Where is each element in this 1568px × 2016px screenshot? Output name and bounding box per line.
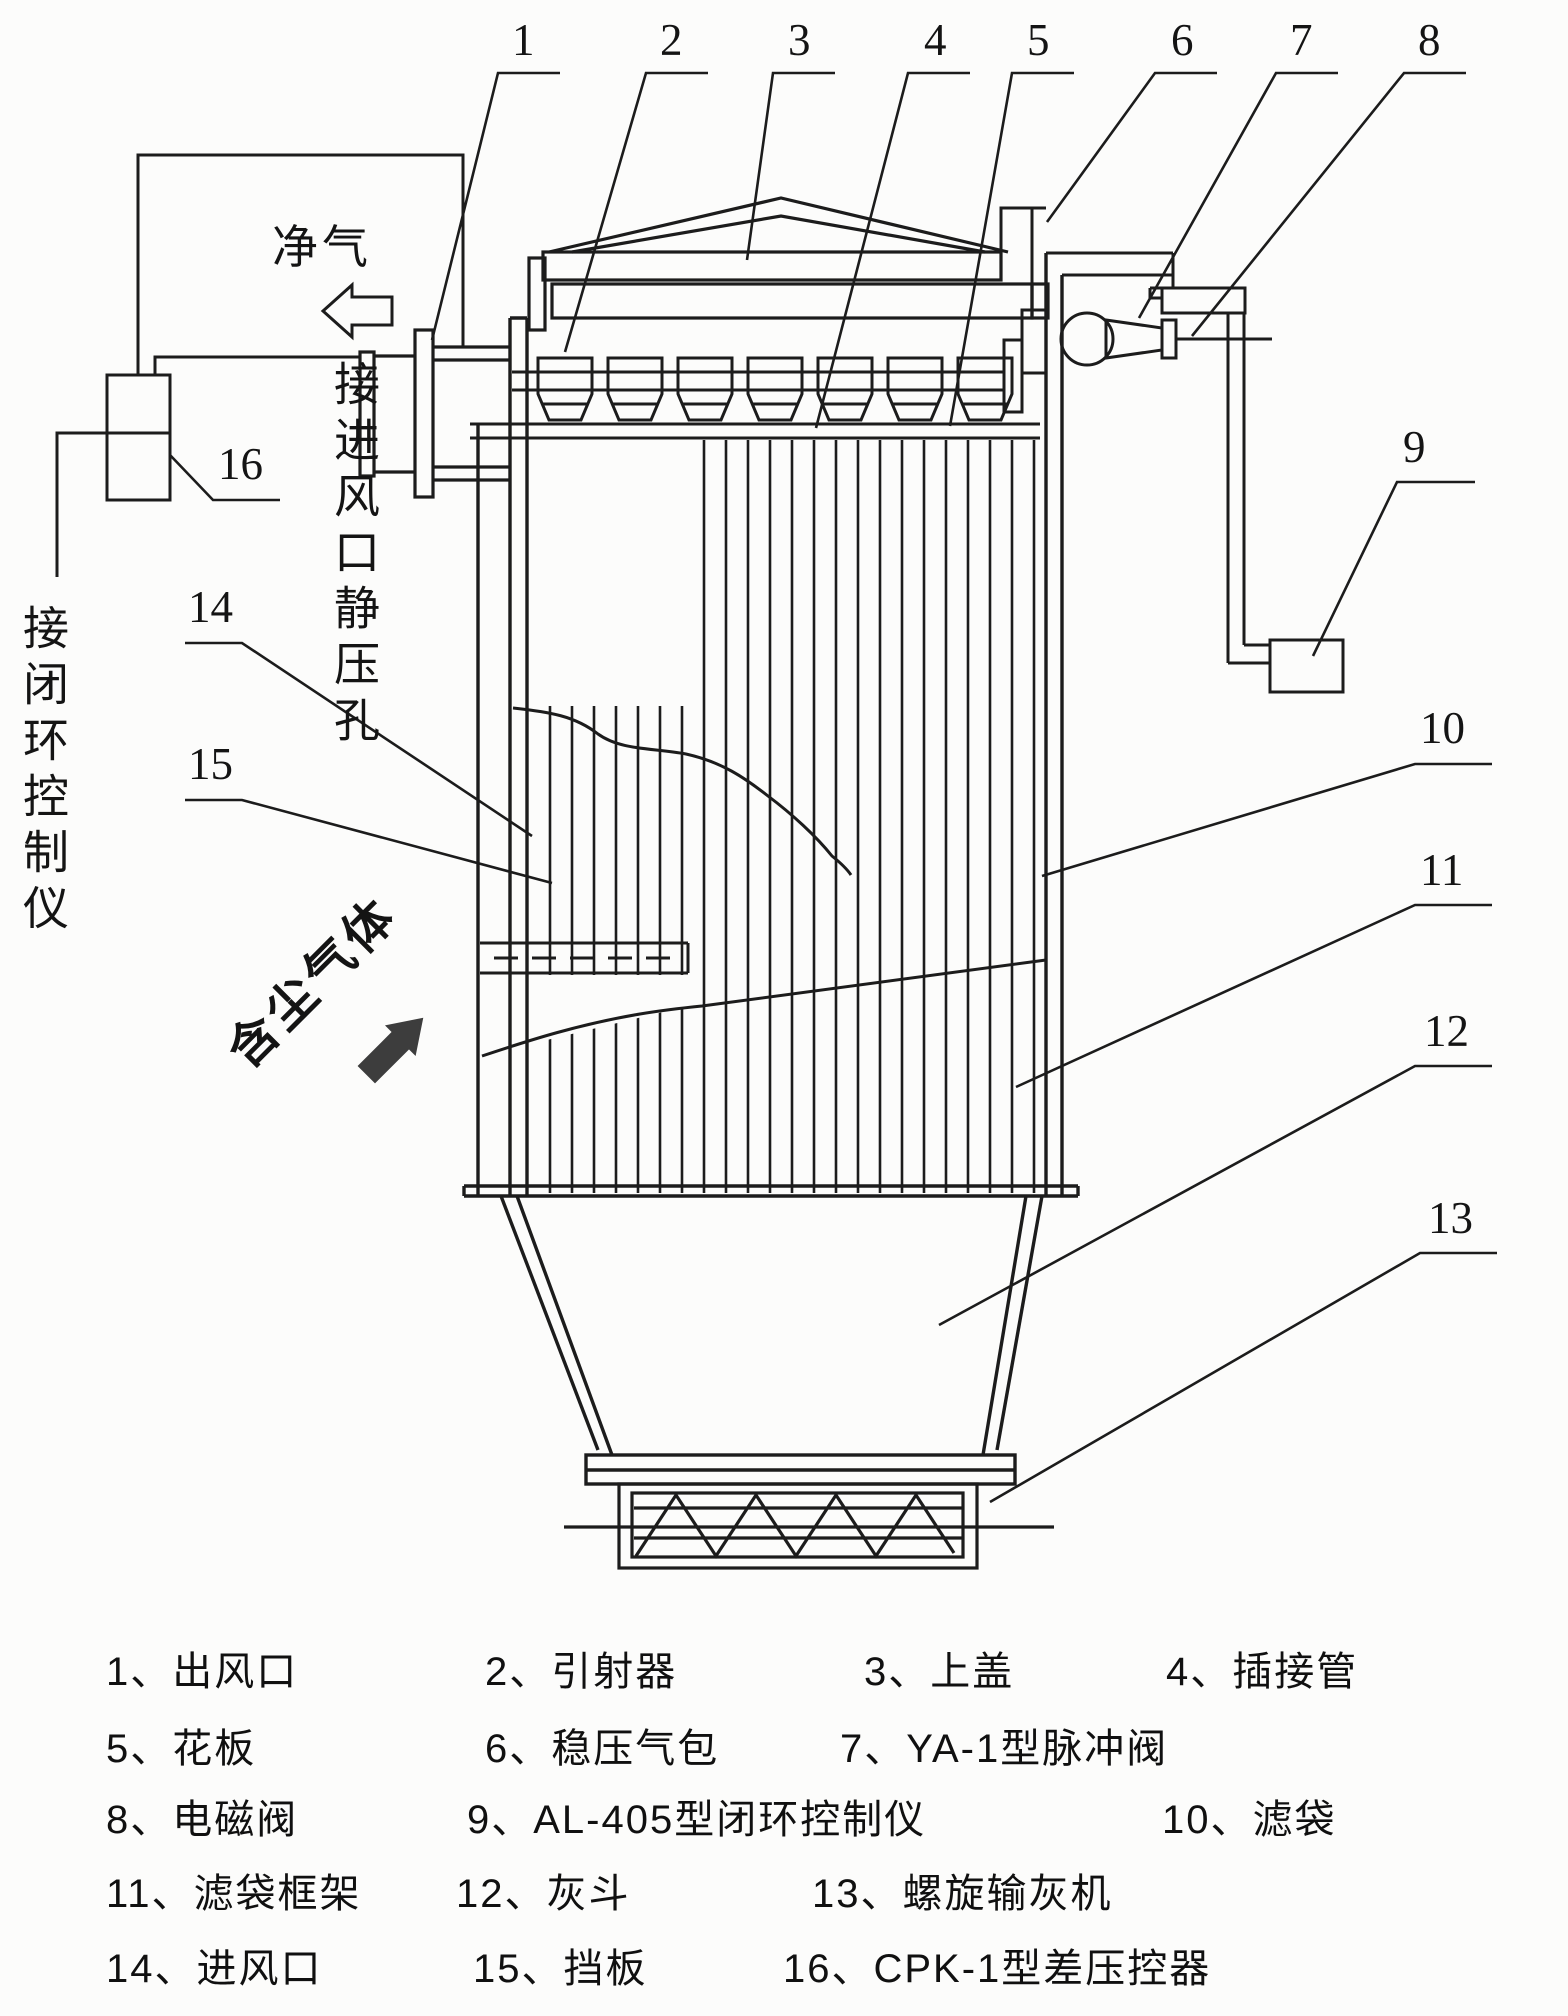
dusty-gas-arrow [357,1017,424,1084]
leader-1 [430,71,560,341]
callout-15: 15 [188,739,233,789]
leader-4 [814,71,970,429]
solenoid-valve [1160,318,1178,360]
callout-10: 10 [1420,703,1465,753]
controller-wire [55,431,107,577]
leader-lines [169,71,1497,1504]
leader-14 [185,641,533,838]
legend-item-9: 9、AL-405型闭环控制仪 [467,1798,927,1842]
legend-item-5: 5、花板 [106,1727,257,1771]
callout-9: 9 [1403,422,1426,472]
cutaway-masks [497,440,688,1052]
leader-12 [938,1064,1492,1327]
callout-1: 1 [512,15,535,65]
leader-8 [1190,71,1466,337]
controller-box-al405 [1268,638,1345,694]
break-lines [481,706,1047,1058]
leader-11 [1015,903,1492,1089]
leader-9 [1311,480,1475,657]
legend-item-13: 13、螺旋输灰机 [812,1872,1113,1916]
legend-item-10: 10、滤袋 [1162,1798,1337,1842]
air-bag [999,206,1247,375]
closed-loop-note: 接闭环控制仪 [17,604,69,940]
callout-13: 13 [1428,1193,1473,1243]
legend-item-6: 6、稳压气包 [485,1727,720,1771]
leader-13 [989,1251,1497,1504]
inlet-pressure-tap-line [153,355,360,375]
legend-item-2: 2、引射器 [485,1650,678,1694]
screw-spiral [634,1492,956,1559]
leader-5 [948,71,1074,427]
inlet-channel [480,941,690,975]
tube-sheet [470,422,1040,440]
callout-11: 11 [1420,845,1464,895]
callout-12: 12 [1424,1006,1469,1056]
leader-3 [745,71,835,261]
legend-item-12: 12、灰斗 [456,1872,631,1916]
outlet-pressure-tap-line [136,153,465,375]
callout-4: 4 [924,15,947,65]
outlet-duct [358,328,510,499]
callout-7: 7 [1290,15,1313,65]
cpk-controller [55,153,465,577]
callout-3: 3 [788,15,811,65]
legend-item-11: 11、滤袋框架 [106,1872,362,1916]
callout-16: 16 [218,439,263,489]
legend-item-3: 3、上盖 [864,1650,1015,1694]
leader-2 [563,71,708,353]
ejector-row [512,338,1024,422]
leader-16 [169,454,280,502]
callout-2: 2 [660,15,683,65]
legend-item-1: 1、出风口 [106,1650,299,1694]
legend-item-16: 16、CPK-1型差压控器 [783,1947,1212,1991]
pulse-valve [1059,311,1272,367]
legend-item-8: 8、电磁阀 [106,1798,299,1842]
control-pipe [1226,313,1345,694]
leader-15 [185,798,553,885]
clean-gas-label: 净气 [272,221,372,273]
leader-7 [1137,71,1338,319]
callout-8: 8 [1418,15,1441,65]
callout-6: 6 [1171,15,1194,65]
inlet-static-pressure-note: 接进风口静压孔 [328,360,380,752]
legend-item-14: 14、进风口 [106,1947,323,1991]
callout-14: 14 [188,582,233,632]
legend-item-15: 15、挡板 [473,1947,648,1991]
clean-gas-arrow [320,281,394,341]
hopper [499,1195,1044,1486]
legend-item-4: 4、插接管 [1166,1650,1359,1694]
leader-6 [1045,71,1217,223]
legend-item-7: 7、YA-1型脉冲阀 [840,1727,1169,1771]
callout-5: 5 [1027,15,1050,65]
leader-10 [1041,762,1492,878]
screw-conveyor [564,1482,1054,1570]
shell-walls [462,253,1080,1198]
